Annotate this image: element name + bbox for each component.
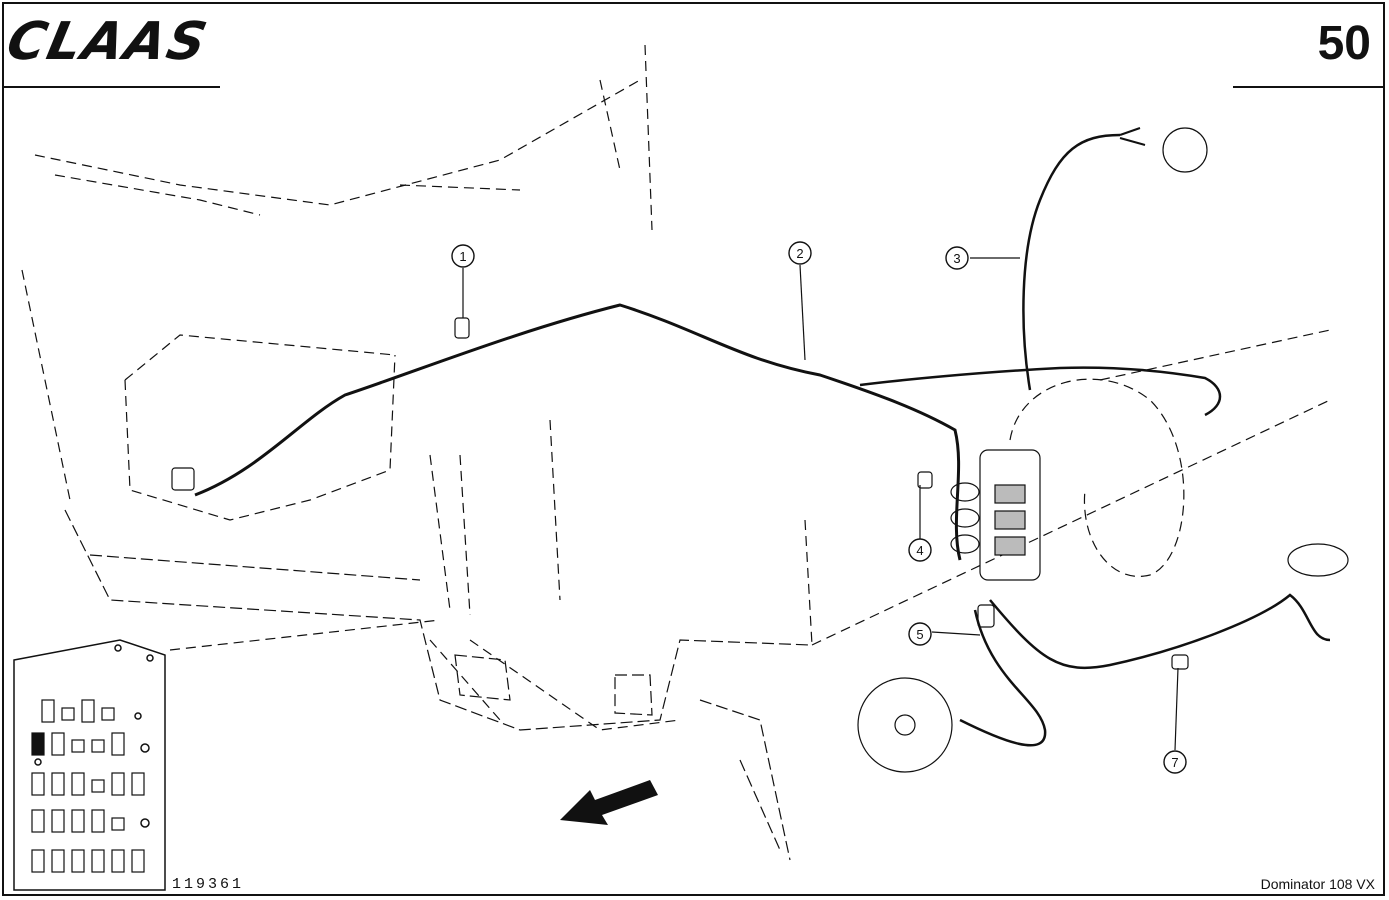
harness-3 bbox=[1022, 133, 1121, 391]
header-rule-left bbox=[2, 86, 220, 88]
callout-5: 5 bbox=[916, 627, 923, 642]
front-frame bbox=[64, 509, 811, 861]
sensor-disc bbox=[857, 677, 953, 773]
direction-arrow bbox=[560, 780, 658, 825]
machine-outline bbox=[21, 44, 1331, 731]
header-rule-right bbox=[1233, 86, 1385, 88]
harness-down bbox=[959, 609, 1047, 747]
harness-2 bbox=[194, 303, 962, 561]
part-number: 119361 bbox=[172, 876, 245, 893]
harness-right bbox=[989, 593, 1331, 670]
callout-4: 4 bbox=[916, 543, 923, 558]
wheel-hub bbox=[1009, 378, 1185, 577]
model-name: Dominator 108 VX bbox=[1260, 876, 1375, 892]
valve-block bbox=[950, 449, 1041, 581]
callout-7: 7 bbox=[1171, 755, 1178, 770]
fuse-box-inset bbox=[13, 639, 166, 891]
page-number: 50 bbox=[1317, 17, 1371, 70]
callout-2: 2 bbox=[796, 246, 803, 261]
callout-1: 1 bbox=[459, 249, 466, 264]
connector-left bbox=[171, 467, 195, 491]
callout-3: 3 bbox=[953, 251, 960, 266]
